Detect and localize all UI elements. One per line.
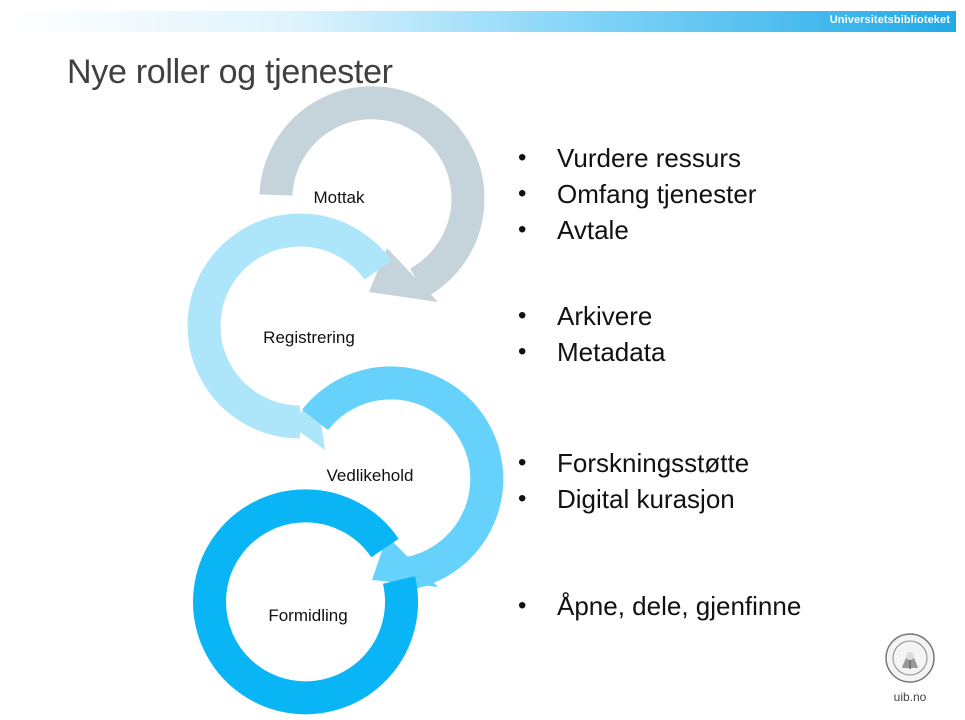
university-seal-icon [885,633,935,683]
cycle-step-formidling: Formidling [193,489,418,715]
cycle-label-mottak: Mottak [313,188,365,207]
bullet-list-vedlikehold: Forskningsstøtte Digital kurasjon [518,445,749,517]
cycle-label-formidling: Formidling [268,606,347,625]
header-bar: Universitetsbiblioteket [9,11,956,32]
cycle-label-registrering: Registrering [263,328,355,347]
bullet-item: Digital kurasjon [518,481,749,517]
cycle-arc-vedlikehold [301,366,504,590]
bullet-list-formidling: Åpne, dele, gjenfinne [518,588,801,624]
cycle-arc-registrering [187,213,392,439]
cycle-step-registrering: Registrering [187,213,392,450]
cycle-arc-mottak [259,86,485,298]
footer-url: uib.no [893,690,927,704]
cycle-step-vedlikehold: Vedlikehold [301,366,504,590]
bullet-item: Omfang tjenester [518,176,756,212]
bullet-item: Forskningsstøtte [518,445,749,481]
bullet-list-mottak: Vurdere ressurs Omfang tjenester Avtale [518,140,756,248]
bullet-item: Avtale [518,212,756,248]
bullet-item: Arkivere [518,298,665,334]
cycle-arc-formidling [193,489,418,715]
cycle-label-vedlikehold: Vedlikehold [327,466,414,485]
bullet-item: Åpne, dele, gjenfinne [518,588,801,624]
bullet-item: Metadata [518,334,665,370]
bullet-item: Vurdere ressurs [518,140,756,176]
slide-title: Nye roller og tjenester [67,53,393,91]
organization-name: Universitetsbiblioteket [829,14,950,26]
arrowhead-icon [372,536,438,587]
bullet-list-registrering: Arkivere Metadata [518,298,665,370]
